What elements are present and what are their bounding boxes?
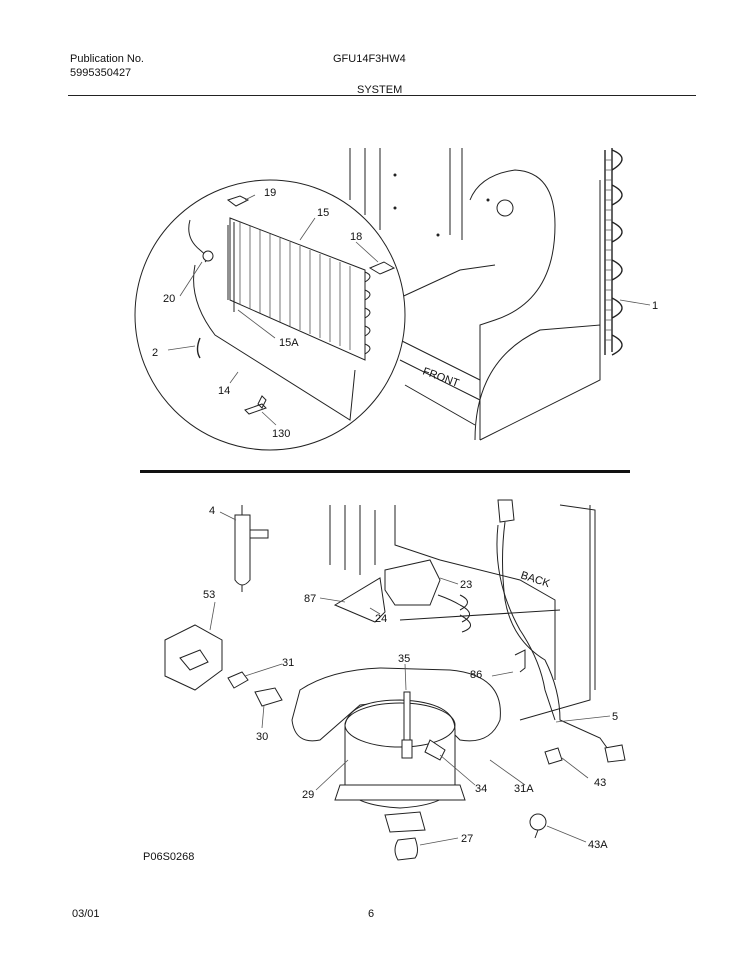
condenser-coil (604, 148, 623, 356)
cabinet-drawing (349, 148, 601, 441)
label-back: BACK (519, 569, 552, 590)
callout-43: 43 (594, 777, 606, 789)
part-86-screw (514, 649, 526, 673)
callout-86: 86 (470, 669, 482, 681)
callout-130: 130 (272, 428, 290, 440)
publication-label: Publication No. (70, 53, 144, 65)
callout-35: 35 (398, 653, 410, 665)
callout-30: 30 (256, 731, 268, 743)
callout-5: 5 (612, 711, 618, 723)
callout-31: 31 (282, 657, 294, 669)
evaporator-fins (227, 217, 371, 361)
callout-15: 15 (317, 207, 329, 219)
callout-34: 34 (475, 783, 487, 795)
label-front: FRONT (421, 366, 461, 390)
drawing-id: P06S0268 (143, 851, 195, 863)
callout-43a: 43A (588, 839, 608, 851)
part-30-overload (254, 687, 283, 707)
callout-1: 1 (652, 300, 658, 312)
back-panel (329, 504, 596, 721)
part-43a-clamp (529, 813, 547, 831)
callout-2: 2 (152, 347, 158, 359)
part-27-foot (394, 837, 418, 861)
callout-29: 29 (302, 789, 314, 801)
callout-87: 87 (304, 593, 316, 605)
header-rule (68, 95, 696, 96)
part-35-bolt (403, 691, 411, 743)
callout-23: 23 (460, 579, 472, 591)
callout-14: 14 (218, 385, 230, 397)
part-53-cover (164, 624, 223, 691)
relay-assembly (333, 559, 471, 633)
callout-18: 18 (350, 231, 362, 243)
part-34-grommet (401, 739, 413, 759)
callout-27: 27 (461, 833, 473, 845)
part-2-clip (196, 337, 201, 359)
part-130-fitting (244, 395, 267, 415)
callout-20: 20 (163, 293, 175, 305)
publication-number: 5995350427 (70, 67, 132, 79)
model-number: GFU14F3HW4 (333, 53, 406, 65)
upper-leaders (167, 194, 651, 426)
page-number: 6 (368, 908, 375, 920)
lower-leaders (209, 511, 611, 846)
callout-24: 24 (375, 613, 387, 625)
part-20-sensor (202, 250, 214, 262)
footer-date: 03/01 (72, 908, 100, 920)
power-cord (496, 499, 626, 763)
part-43a-tail (534, 829, 539, 839)
part-29-compressor (334, 699, 466, 833)
part-19-block (226, 195, 250, 207)
section-title: SYSTEM (357, 84, 403, 96)
callout-53: 53 (203, 589, 215, 601)
part-31-relay (227, 671, 249, 689)
callout-4: 4 (209, 505, 215, 517)
callout-15a: 15A (279, 337, 299, 349)
part-18-block (368, 261, 396, 275)
callout-31a: 31A (514, 783, 534, 795)
callout-19: 19 (264, 187, 276, 199)
section-divider (140, 470, 630, 473)
part-43-clip (544, 747, 563, 765)
part-4-drier (234, 505, 269, 592)
